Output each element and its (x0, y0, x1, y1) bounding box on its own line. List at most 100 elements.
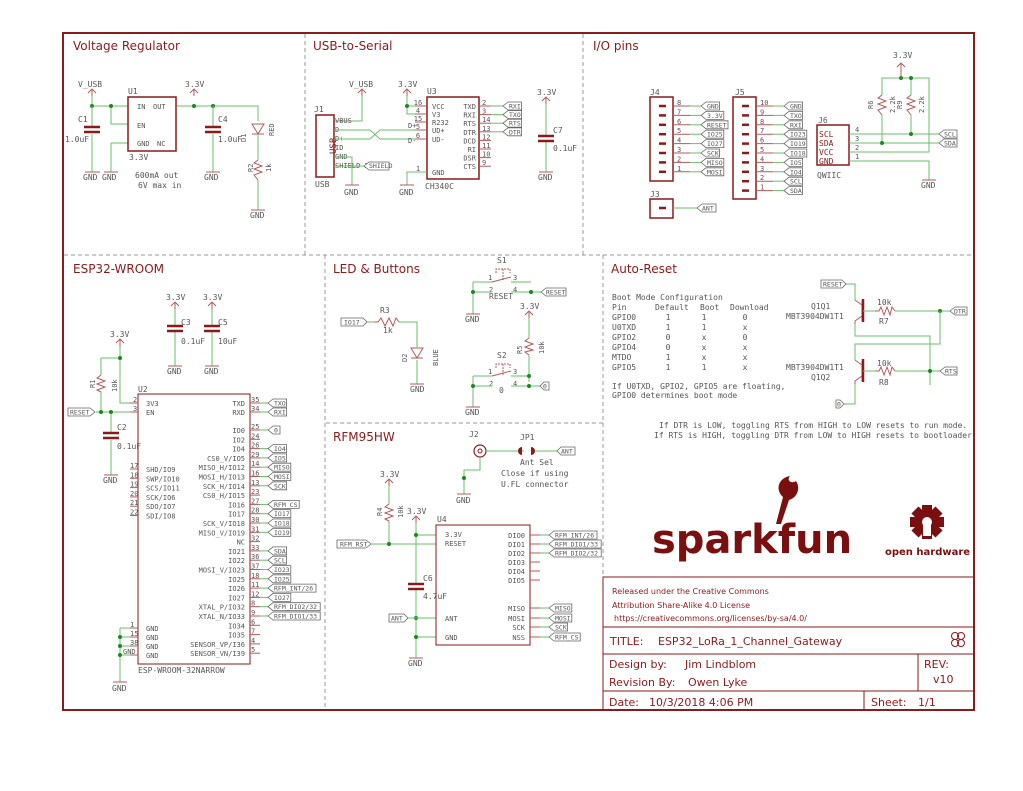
value: 10k (877, 298, 892, 307)
net-tag-text: RXI (509, 103, 521, 111)
boot-table-cell: 1 (666, 353, 671, 362)
jumper-icon (518, 447, 535, 455)
pin-number: 16 (251, 470, 259, 478)
net-tag-text: RFM_INT/26 (555, 532, 594, 540)
pin-name: SDI/IO8 (146, 513, 176, 521)
gnd-label: GND (250, 211, 265, 220)
pin-name: DIO3 (508, 559, 525, 567)
ref: R1 (89, 380, 97, 388)
ref: U3 (427, 87, 437, 96)
value: 4.7uF (423, 592, 447, 601)
value: 3.3V (129, 153, 148, 162)
net-tag-io18 (783, 148, 808, 158)
pin-name: NC (157, 140, 165, 148)
sheet-value: 1/1 (918, 696, 936, 709)
net-tag-io5 (783, 157, 803, 167)
pin-number: 38 (130, 639, 138, 647)
ref: D2 (401, 354, 409, 362)
net-tag-gnd (700, 101, 720, 111)
net-tag-reset (540, 287, 567, 297)
ref: C4 (218, 115, 228, 124)
pin-number: 10 (760, 99, 768, 107)
boot-table-cell: x (743, 323, 748, 332)
net-label: 3.3V (166, 293, 185, 302)
net-tag-text: IO4 (274, 445, 286, 453)
value: USB (315, 180, 330, 189)
pin-name: SENSOR_VN/I39 (190, 650, 245, 658)
gnd-label: GND (344, 188, 359, 197)
boot-table-cell: x (743, 343, 748, 352)
ref: C7 (553, 126, 563, 135)
rfm95hw-circuit: J2 JP1 Ant Sel Close if using U.FL conne… (336, 430, 602, 668)
ref: J6 (818, 116, 828, 125)
pin-name: SCL (819, 130, 834, 139)
net-tag-text: RFM_DIO1/33 (555, 541, 598, 549)
pin-name: CTS (463, 163, 476, 171)
net-tag-text: SCL (274, 557, 286, 565)
pin-number: 8 (251, 600, 255, 608)
pin-number: 6 (677, 118, 681, 126)
pin-number: 4 (513, 380, 517, 388)
ref: C6 (423, 574, 433, 583)
value: 10k (111, 379, 119, 392)
net-tag-text: IO18 (274, 520, 290, 528)
ref: R4 (376, 508, 384, 516)
title-block: Released under the Creative Commons Attr… (602, 576, 975, 711)
value: 1k (265, 163, 273, 172)
net-tag-sda (267, 546, 288, 556)
pin-number: 17 (130, 462, 138, 470)
net-tag-rfmdio133 (548, 539, 602, 549)
pin-name: GND (146, 634, 159, 642)
pin-number: 18 (251, 572, 259, 580)
pin-name: NSS (512, 634, 525, 642)
rev-label: REV: (924, 658, 949, 671)
net-tag-io17 (340, 317, 368, 327)
sparkfun-flame-icon (776, 476, 799, 524)
net-tag-text: RESET (70, 409, 90, 417)
value: CH340C (425, 182, 454, 191)
net-tag-text: TXO (509, 111, 521, 119)
design-label: Design by: (609, 658, 667, 671)
revision-label: Revision By: (609, 676, 675, 689)
pin-number: 1 (488, 274, 492, 282)
net-tag-text: GND (707, 103, 719, 111)
pin-name: DIO4 (508, 568, 525, 576)
pin-name: SDA (819, 139, 834, 148)
drawing-title: ESP32_LoRa_1_Channel_Gateway (658, 635, 843, 648)
net-tag-rfmcs (548, 632, 581, 642)
net-label: V_USB (349, 80, 373, 89)
net-tag-text: MISO (707, 159, 723, 167)
pin-name: SCK/IO6 (146, 494, 176, 502)
pin-name: GND (146, 652, 159, 660)
pin-name: DCD (463, 137, 476, 145)
net-tag-scl (938, 129, 958, 139)
pin-number: 9 (482, 159, 486, 167)
net-tag-text: RFM_DIO2/32 (555, 550, 598, 558)
gnd-label: GND (112, 684, 127, 693)
gnd-label: GND (538, 173, 553, 182)
value: 2.2k (889, 95, 897, 113)
pin-name: NC (237, 539, 245, 547)
auto-reset-note: If DTR is LOW, toggling RTS from HIGH to… (659, 421, 967, 430)
gnd-label: GND (410, 385, 425, 394)
boot-table-header: Pin (612, 303, 627, 312)
boot-table-cell: U0TXD (612, 323, 636, 332)
value: 10k (877, 359, 892, 368)
net-tag-text: IO27 (274, 594, 290, 602)
ref: JP1 (520, 433, 535, 442)
net-label: 3.3V (398, 80, 417, 89)
pin-name: IO34 (228, 622, 245, 630)
title-label: TITLE: (609, 635, 643, 648)
net-tag-shield (363, 161, 390, 171)
net-tag-sda (783, 186, 803, 196)
value: 1.0uF (218, 135, 242, 144)
u1-regulator (127, 96, 177, 152)
net-tag-rxi (502, 101, 522, 111)
net-tag-gnd (783, 101, 803, 111)
note: 600mA out (135, 171, 179, 180)
boot-table-cell: 1 (702, 313, 707, 322)
pin-name: DIO1 (508, 541, 525, 549)
pin-name: D+ (408, 122, 416, 130)
